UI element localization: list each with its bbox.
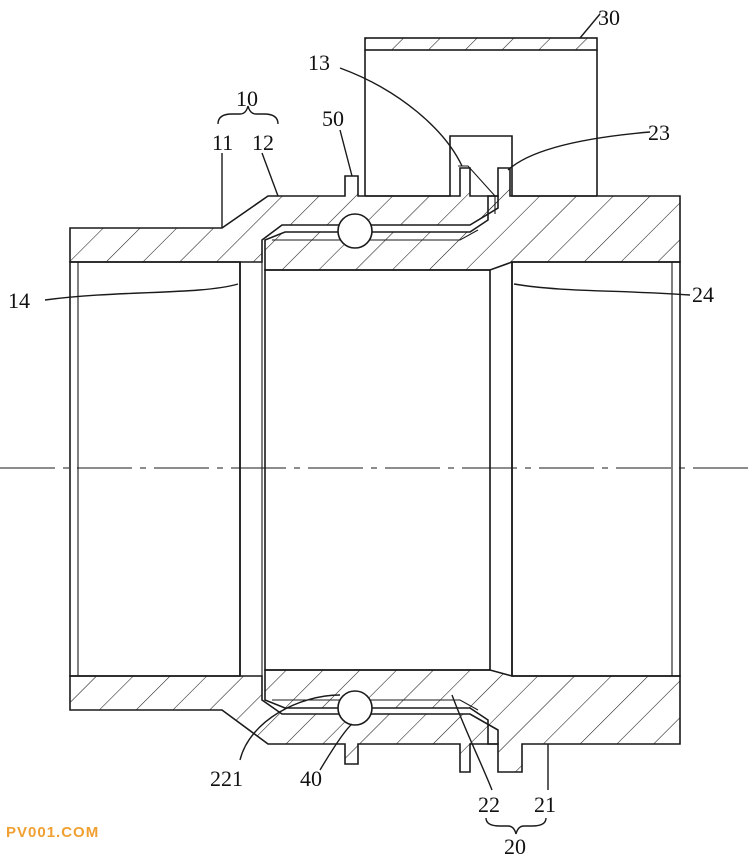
part-10-housing-top (69, 167, 499, 263)
label-10: 10 (236, 86, 258, 111)
label-23: 23 (648, 120, 670, 145)
part-10-housing-bottom (69, 675, 499, 773)
label-221: 221 (210, 766, 243, 791)
label-21: 21 (534, 792, 556, 817)
label-50: 50 (322, 106, 344, 131)
label-40: 40 (300, 766, 322, 791)
watermark: PV001.COM (6, 824, 100, 841)
label-20: 20 (504, 834, 526, 859)
ball-top (337, 213, 373, 249)
ball-bottom (337, 690, 373, 726)
label-13: 13 (308, 50, 330, 75)
leader-lines (44, 13, 691, 835)
label-11: 11 (212, 130, 233, 155)
label-24: 24 (692, 282, 714, 307)
label-22: 22 (478, 792, 500, 817)
label-14: 14 (8, 288, 30, 313)
part-30-block (364, 37, 598, 197)
label-30: 30 (598, 5, 620, 30)
label-12: 12 (252, 130, 274, 155)
body-outlines (0, 261, 750, 677)
